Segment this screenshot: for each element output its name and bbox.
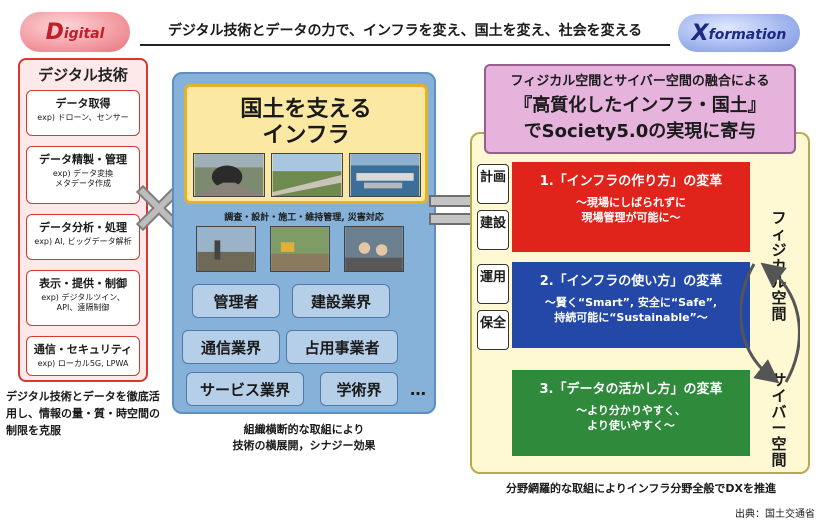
tech-item-display: 表示・提供・制御 exp) デジタルツイン、 API、遠隔制御 bbox=[26, 270, 140, 326]
road-photo bbox=[271, 153, 343, 197]
tech-item-analysis: データ分析・処理 exp) AI, ビッグデータ解析 bbox=[26, 214, 140, 260]
sector-service: サービス業界 bbox=[186, 372, 304, 406]
society-header-line1: フィジカル空間とサイバー空間の融合による bbox=[510, 74, 770, 89]
multiply-icon bbox=[135, 184, 183, 232]
tech-item-title: データ分析・処理 bbox=[39, 221, 127, 234]
society-header: フィジカル空間とサイバー空間の融合による 『高質化したインフラ・国土』 でSoc… bbox=[484, 64, 796, 154]
digital-initial: D bbox=[45, 19, 64, 45]
tech-item-title: 表示・提供・制御 bbox=[39, 277, 127, 290]
reform-title: 1.「インフラの作り方」の変革 bbox=[539, 174, 723, 189]
reform-2-box: 2.「インフラの使い方」の変革 ～賢く“Smart”, 安全に“Safe”, 持… bbox=[512, 262, 750, 348]
tech-item-title: データ取得 bbox=[55, 97, 111, 110]
maintenance-photo bbox=[344, 226, 404, 272]
tech-item-sub: exp) デジタルツイン、 API、遠隔制御 bbox=[41, 293, 125, 312]
category-operation: 運用 bbox=[477, 264, 509, 304]
more-sectors-ellipsis: … bbox=[410, 380, 426, 399]
digital-tech-title: デジタル技術 bbox=[38, 66, 128, 84]
tech-item-title: データ精製・管理 bbox=[39, 153, 127, 166]
equals-icon bbox=[429, 195, 473, 225]
category-construction: 建設 bbox=[477, 210, 509, 250]
reform-1-box: 1.「インフラの作り方」の変革 ～現場にしばられずに 現場管理が可能に～ bbox=[512, 162, 750, 252]
tunnel-photo bbox=[193, 153, 265, 197]
infrastructure-panel: 国土を支える インフラ 調査・設計・施工・維持管理, 災害対応 bbox=[172, 72, 436, 414]
tech-item-title: 通信・セキュリティ bbox=[33, 343, 133, 356]
slogan: デジタル技術とデータの力で、インフラを変え、国土を変え、社会を変える bbox=[140, 20, 670, 46]
tech-item-communication: 通信・セキュリティ exp) ローカル5G, LPWA bbox=[26, 336, 140, 376]
sector-telecom: 通信業界 bbox=[182, 330, 280, 364]
cycle-arrows-icon bbox=[740, 262, 800, 384]
reform-subtitle: ～賢く“Smart”, 安全に“Safe”, 持続可能に“Sustainable… bbox=[544, 296, 718, 324]
transformation-caption: 分野網羅的な取組によりインフラ分野全般でDXを推進 bbox=[505, 482, 777, 495]
sector-construction: 建設業界 bbox=[292, 284, 390, 318]
source-credit: 出典：国土交通省 bbox=[735, 509, 815, 520]
digital-rest: igital bbox=[63, 26, 105, 42]
construction-photo bbox=[270, 226, 330, 272]
reform-title: 2.「インフラの使い方」の変革 bbox=[539, 274, 723, 289]
xformation-initial: X bbox=[691, 20, 709, 46]
reform-subtitle: ～より分かりやすく、 より使いやすく～ bbox=[576, 404, 686, 432]
tech-item-sub: exp) AI, ビッグデータ解析 bbox=[34, 237, 132, 246]
xformation-rest: formation bbox=[708, 27, 787, 43]
survey-photo bbox=[196, 226, 256, 272]
tech-item-sub: exp) ドローン、センサー bbox=[37, 113, 129, 122]
society-header-line2: 『高質化したインフラ・国土』 bbox=[514, 95, 766, 116]
sector-administrator: 管理者 bbox=[192, 284, 280, 318]
sector-occupancy: 占用事業者 bbox=[286, 330, 398, 364]
infrastructure-caption: 組織横断的な取組により 技術の横展開，シナジー効果 bbox=[232, 423, 376, 452]
tech-item-sub: exp) データ変換 メタデータ作成 bbox=[52, 169, 114, 188]
digital-tech-panel: デジタル技術 データ取得 exp) ドローン、センサー データ精製・管理 exp… bbox=[18, 58, 148, 382]
category-maintenance: 保全 bbox=[477, 310, 509, 350]
tech-item-sub: exp) ローカル5G, LPWA bbox=[37, 359, 129, 368]
reform-subtitle: ～現場にしばられずに 現場管理が可能に～ bbox=[576, 196, 686, 224]
infrastructure-title: 国土を支える インフラ bbox=[240, 97, 372, 148]
tech-item-refinement: データ精製・管理 exp) データ変換 メタデータ作成 bbox=[26, 146, 140, 204]
sector-academia: 学術界 bbox=[320, 372, 398, 406]
digital-tech-caption: デジタル技術とデータを徹底活用し、情報の量・質・時空間の制限を克服 bbox=[6, 390, 160, 437]
society-header-line3: でSociety5.0の実現に寄与 bbox=[523, 121, 757, 142]
port-photo bbox=[349, 153, 421, 197]
infrastructure-stages: 調査・設計・施工・維持管理, 災害対応 bbox=[224, 213, 384, 223]
reform-3-box: 3.「データの活かし方」の変革 ～より分かりやすく、 より使いやすく～ bbox=[512, 370, 750, 456]
category-planning: 計画 bbox=[477, 164, 509, 204]
reform-title: 3.「データの活かし方」の変革 bbox=[539, 382, 723, 397]
infrastructure-title-box: 国土を支える インフラ bbox=[184, 84, 428, 204]
tech-item-acquisition: データ取得 exp) ドローン、センサー bbox=[26, 90, 140, 136]
